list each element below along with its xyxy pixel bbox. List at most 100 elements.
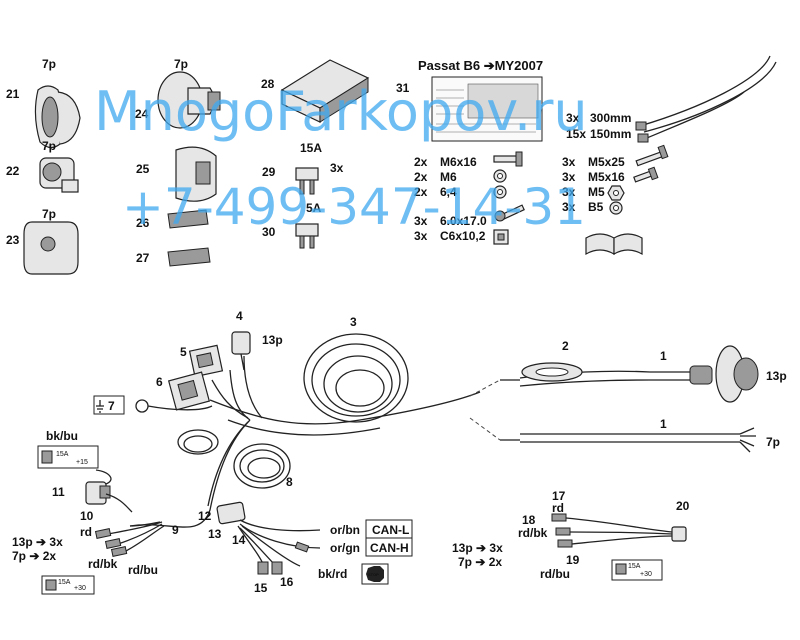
part-21-pins: 7p: [42, 57, 56, 71]
part-26-number: 26: [136, 216, 150, 230]
harness-17-number: 17: [552, 489, 566, 503]
washer-6-4-icon: [493, 185, 507, 199]
hw-right-2-spec: M5x16: [588, 170, 625, 184]
fuse-15a-plus15-box: [37, 445, 99, 469]
part-27-number: 27: [136, 251, 150, 265]
fuse-15a-plus30-box-right: [611, 559, 663, 581]
part-31-number: 31: [396, 81, 410, 95]
clip-c6-icon: [493, 229, 509, 245]
part-24-pins: 7p: [174, 57, 188, 71]
part-23-pins: 7p: [42, 207, 56, 221]
can-h-label: CAN-H: [370, 541, 409, 555]
harness-1a-number: 1: [660, 349, 667, 363]
coil-8: [233, 443, 291, 489]
fuse-15a-right-text: 15A: [628, 563, 641, 570]
part-29-qty: 3x: [330, 161, 344, 175]
left-map-13p: 13p ➔ 3x: [12, 535, 63, 549]
ground-terminal-7: [93, 395, 213, 415]
part-30-fuse-5a: [295, 223, 319, 249]
fuse-15a-text: 15A: [56, 451, 69, 458]
hw-left-3-qty: 2x: [414, 185, 428, 199]
part-28-control-module: [280, 59, 370, 123]
nut-m5-icon: [607, 185, 625, 201]
left-rd-label: rd: [80, 525, 92, 539]
wire-orbn-label: or/bn: [330, 523, 360, 537]
connector-5: [188, 344, 224, 378]
harness-trunk: [129, 355, 481, 528]
harness-6-number: 6: [156, 375, 163, 389]
left-pigtails: [94, 521, 165, 557]
fuse-plus30-right-text: +30: [640, 571, 652, 578]
tie-2-spec: 150mm: [590, 127, 631, 141]
bolt-m6x16-icon: [493, 151, 523, 167]
harness-5-number: 5: [180, 345, 187, 359]
left-map-7p: 7p ➔ 2x: [12, 549, 56, 563]
hw-left-5-spec: C6x10,2: [440, 229, 486, 243]
hw-left-1-qty: 2x: [414, 155, 428, 169]
harness-break-lines: [469, 379, 520, 441]
harness-2-number: 2: [562, 339, 569, 353]
harness-10-number: 10: [80, 509, 94, 523]
harness-16-number: 16: [280, 575, 294, 589]
can-l-label: CAN-L: [372, 523, 409, 537]
tie-1-spec: 300mm: [590, 111, 631, 125]
hw-left-3-spec: 6,4: [440, 185, 457, 199]
fuse-plus30-left-text: +30: [74, 585, 86, 592]
harness-18-number: 18: [522, 513, 536, 527]
part-22-connector: [39, 157, 79, 193]
right-rd-label: rd: [552, 501, 564, 515]
part-30-amp: 5A: [306, 201, 322, 215]
stop-label: STOP: [368, 572, 379, 577]
hw-right-3-spec: M5: [588, 185, 605, 199]
harness-8-number: 8: [286, 475, 293, 489]
part-22-pins: 7p: [42, 139, 56, 153]
harness-9-number: 9: [172, 523, 179, 537]
harness-1b-number: 1: [660, 417, 667, 431]
main-harness-coil: [303, 333, 409, 423]
harness-7p-cable: [520, 427, 756, 453]
hw-right-2-qty: 3x: [562, 170, 576, 184]
manual-book-icon: [585, 233, 643, 256]
watermark-phone: +7-499-347-14-31: [122, 178, 586, 236]
harness-7p-label: 7p: [766, 435, 780, 449]
harness-3-number: 3: [350, 315, 357, 329]
hw-left-4-qty: 3x: [414, 214, 428, 228]
right-rdbk-label: rd/bk: [518, 526, 548, 540]
hw-right-1-qty: 3x: [562, 155, 576, 169]
part-30-number: 30: [262, 225, 276, 239]
right-map-7p: 7p ➔ 2x: [458, 555, 502, 569]
bolt-m5x25-icon: [635, 144, 669, 167]
hw-left-5-qty: 3x: [414, 229, 428, 243]
connector-12-13: [216, 501, 321, 575]
connector-10-11: [85, 469, 133, 513]
small-coil: [177, 429, 219, 455]
harness-14-number: 14: [232, 533, 246, 547]
hw-right-4-spec: B5: [588, 200, 604, 214]
wire-orgn-label: or/gn: [330, 541, 360, 555]
stop-sign-icon: [366, 566, 384, 582]
right-map-13p: 13p ➔ 3x: [452, 541, 503, 555]
harness-socket-cable: [519, 345, 759, 403]
part-26-sticker: [167, 209, 209, 229]
part-24-socket-plate: [157, 71, 221, 129]
part-29-amp: 15A: [300, 141, 322, 155]
hw-left-1-spec: M6x16: [440, 155, 477, 169]
wire-bkrd-label: bk/rd: [318, 567, 347, 581]
harness-11-number: 11: [52, 485, 65, 499]
hw-left-4-spec: 6.0x17.0: [440, 214, 487, 228]
part-23-gasket: [23, 221, 79, 275]
part-24-number: 24: [135, 107, 149, 121]
part-25-unit: [175, 146, 217, 202]
harness-7-number: 7: [108, 399, 115, 413]
harness-4-number: 4: [236, 309, 243, 323]
screw-6x17-icon: [494, 204, 525, 222]
part-25-number: 25: [136, 162, 150, 176]
washer-b5-icon: [609, 201, 623, 215]
fuse-15a-left-text: 15A: [58, 579, 71, 586]
fuse-plus15-text: +15: [76, 459, 88, 466]
hw-right-4-qty: 3x: [562, 200, 576, 214]
hw-right-3-qty: 3x: [562, 185, 576, 199]
part-22-number: 22: [6, 164, 20, 178]
harness-19-number: 19: [566, 553, 580, 567]
